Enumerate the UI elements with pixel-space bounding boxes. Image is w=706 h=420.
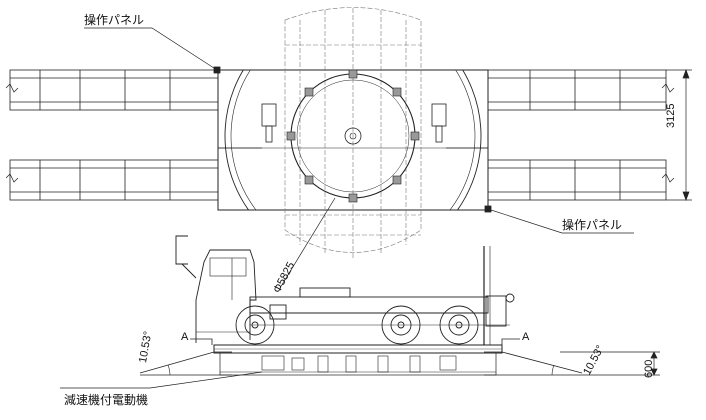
wheel-rear: [439, 305, 479, 345]
mirror: [175, 235, 197, 279]
width-dimension-label: 3125: [665, 103, 677, 128]
right-rail-upper: [487, 69, 667, 111]
control-panel-label-top: 操作パネル: [84, 13, 145, 27]
section-label-left: A: [181, 331, 189, 343]
left-rail-lower: [9, 159, 219, 201]
dimension-height: [560, 351, 660, 376]
turntable-plate-outline: [284, 7, 422, 260]
right-rail-lower: [487, 159, 667, 201]
rollers: [286, 69, 420, 203]
pit: [219, 352, 497, 376]
wheel-mid: [381, 305, 421, 345]
ramp-right: [484, 351, 583, 374]
control-panel-label-right: 操作パネル: [562, 218, 623, 232]
motor-label: 減速機付電動機: [64, 393, 149, 407]
plan-view: [5, 7, 675, 260]
truck-cab: [195, 249, 257, 343]
pit-machinery: [220, 355, 496, 373]
center-pivot: [344, 127, 362, 145]
left-rail-upper: [9, 69, 219, 111]
outer-circle: [224, 70, 482, 210]
height-dimension-label: 600: [643, 359, 655, 378]
leader-lines: [60, 27, 634, 389]
wheels: [235, 305, 479, 345]
side-view: [139, 235, 583, 376]
section-marks: [190, 338, 520, 345]
wheel-front: [235, 305, 275, 345]
section-label-right: A: [522, 331, 530, 343]
ramp-left: [139, 351, 232, 374]
turntable-frame: [217, 69, 489, 211]
truck: [175, 235, 515, 343]
angle-arcs: [167, 364, 555, 376]
truck-rear: [485, 295, 507, 327]
dimension-width: [666, 69, 692, 201]
break-marks: [5, 83, 675, 183]
drive-units: [218, 103, 488, 149]
